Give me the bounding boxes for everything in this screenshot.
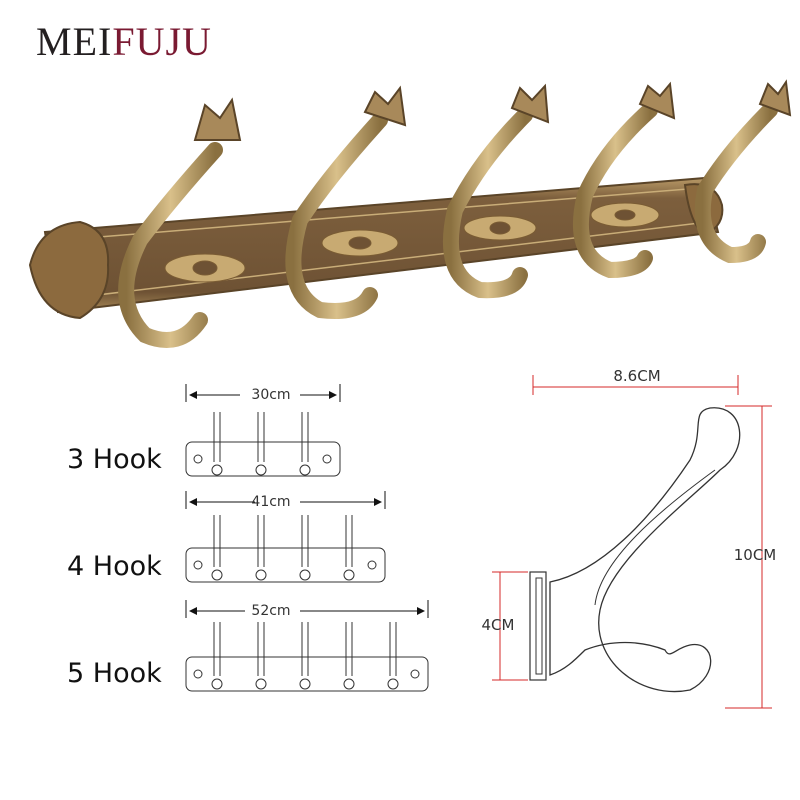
hook-rack-photo [28, 79, 792, 348]
variant-3-hook-drawing: 30cm [185, 384, 341, 477]
variant-label-4-hook: 4 Hook [67, 551, 162, 582]
variant-label-3-hook: 3 Hook [67, 444, 162, 475]
variant-5-hook-width: 52cm [251, 603, 290, 619]
hook-width-label: 8.6CM [613, 367, 660, 385]
rack-end-cap-left [28, 220, 110, 320]
variant-4-hook-width: 41cm [251, 494, 290, 510]
variant-5-hook-drawing: 52cm [185, 600, 429, 692]
rack-hooks [118, 102, 778, 348]
hook-height-label: 10CM [734, 546, 777, 564]
variant-4-hook-drawing: 41cm [185, 491, 386, 583]
variant-label-5-hook: 5 Hook [67, 658, 162, 689]
hook-profile-plate [529, 571, 547, 681]
rack-ornaments [164, 202, 660, 283]
brand-logo-part1: MEI [36, 19, 113, 64]
brand-logo: MEIFUJU [36, 18, 212, 65]
hook-crowns [193, 79, 792, 141]
hook-profile-drawing: 8.6CM 10CM 4CM [482, 367, 777, 709]
variant-3-hook-width: 30cm [251, 387, 290, 403]
brand-logo-part2: FUJU [112, 19, 212, 64]
plate-height-label: 4CM [482, 616, 515, 634]
